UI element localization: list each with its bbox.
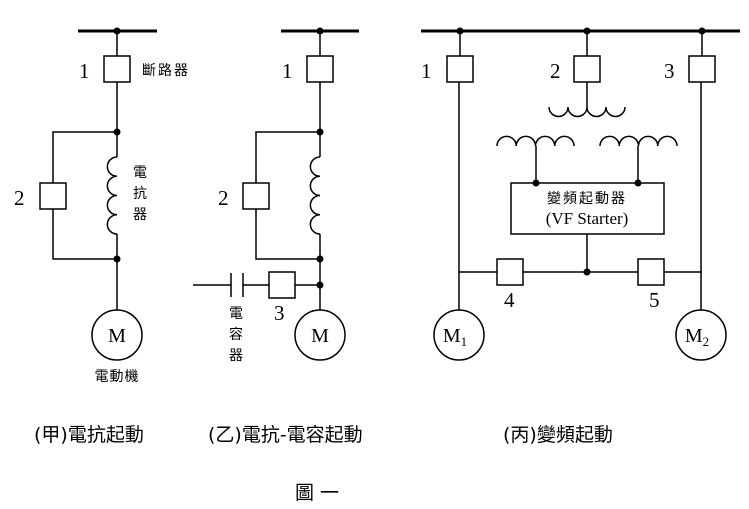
- breaker-5: [637, 258, 665, 286]
- caption-b: (乙)電抗-電容起動: [208, 424, 363, 446]
- diagram-reactor-start: 1 斷路器 2 電 抗 器 M 電動機: [14, 27, 190, 385]
- motor-name-label: 電動機: [95, 369, 140, 385]
- transformer-primary-coil-icon: [548, 106, 626, 118]
- breaker-2: [242, 182, 270, 210]
- diagram-reactor-capacitor-start: 1 2 3 電 容 器 M: [193, 27, 359, 364]
- breaker-1: [446, 55, 474, 83]
- capacitor-label-char: 器: [229, 348, 243, 364]
- breaker-1: [306, 55, 334, 83]
- breaker-4-label: 4: [504, 288, 515, 312]
- breaker-1-label: 1: [421, 59, 432, 83]
- wire: [52, 131, 117, 183]
- diagram-vf-start: 1 2 變頻起動器 (VF Starter) 4 5 3: [421, 27, 740, 361]
- wire: [52, 209, 117, 260]
- breaker-name-label: 斷路器: [142, 63, 190, 79]
- transformer-secondary-coil-icon: [496, 135, 575, 147]
- capacitor-label-char: 電: [229, 306, 243, 322]
- reactor-label-char: 抗: [133, 186, 147, 202]
- caption-c: (丙)變頻起動: [503, 424, 613, 446]
- breaker-2-label: 2: [14, 186, 25, 210]
- breaker-1-label: 1: [282, 59, 293, 83]
- breaker-2: [39, 182, 67, 210]
- reactor-label-char: 器: [133, 207, 147, 223]
- junction-dot: [634, 179, 642, 187]
- motor-symbol: M: [108, 325, 126, 347]
- motor-circle-icon: [294, 309, 346, 361]
- breaker-3: [268, 271, 296, 299]
- breaker-2-label: 2: [550, 59, 561, 83]
- vf-starter-name: 變頻起動器: [547, 191, 627, 207]
- junction-dot: [532, 179, 540, 187]
- junction-dot: [113, 255, 121, 263]
- breaker-3-label: 3: [274, 301, 285, 325]
- breaker-2-label: 2: [218, 186, 229, 210]
- breaker-5-label: 5: [649, 288, 660, 312]
- junction-dot: [316, 255, 324, 263]
- motor-circle-icon: [91, 309, 143, 361]
- breaker-2: [573, 55, 601, 83]
- capacitor-label-char: 容: [229, 326, 243, 343]
- vf-starter-name-en: (VF Starter): [546, 209, 629, 228]
- breaker-1: [103, 55, 131, 83]
- motor-symbol: M: [311, 325, 329, 347]
- reactor-coil-icon: [106, 156, 118, 235]
- breaker-3-label: 3: [664, 59, 675, 83]
- breaker-1-label: 1: [79, 59, 90, 83]
- breaker-4: [496, 258, 524, 286]
- wire: [255, 209, 320, 260]
- motor-2-label: M2: [685, 325, 709, 349]
- figure-title: 圖一: [295, 482, 345, 504]
- reactor-coil-icon: [309, 156, 321, 235]
- motor-1-label: M1: [443, 325, 467, 349]
- motor-2-circle-icon: [675, 309, 727, 361]
- vf-starter-box: [510, 182, 665, 235]
- reactor-label-char: 電: [133, 165, 147, 181]
- motor-1-circle-icon: [433, 309, 485, 361]
- junction-dot: [583, 268, 591, 276]
- caption-a: (甲)電抗起動: [34, 424, 144, 446]
- transformer-secondary-coil-icon: [599, 135, 678, 147]
- breaker-3: [688, 55, 716, 83]
- wire: [255, 131, 320, 183]
